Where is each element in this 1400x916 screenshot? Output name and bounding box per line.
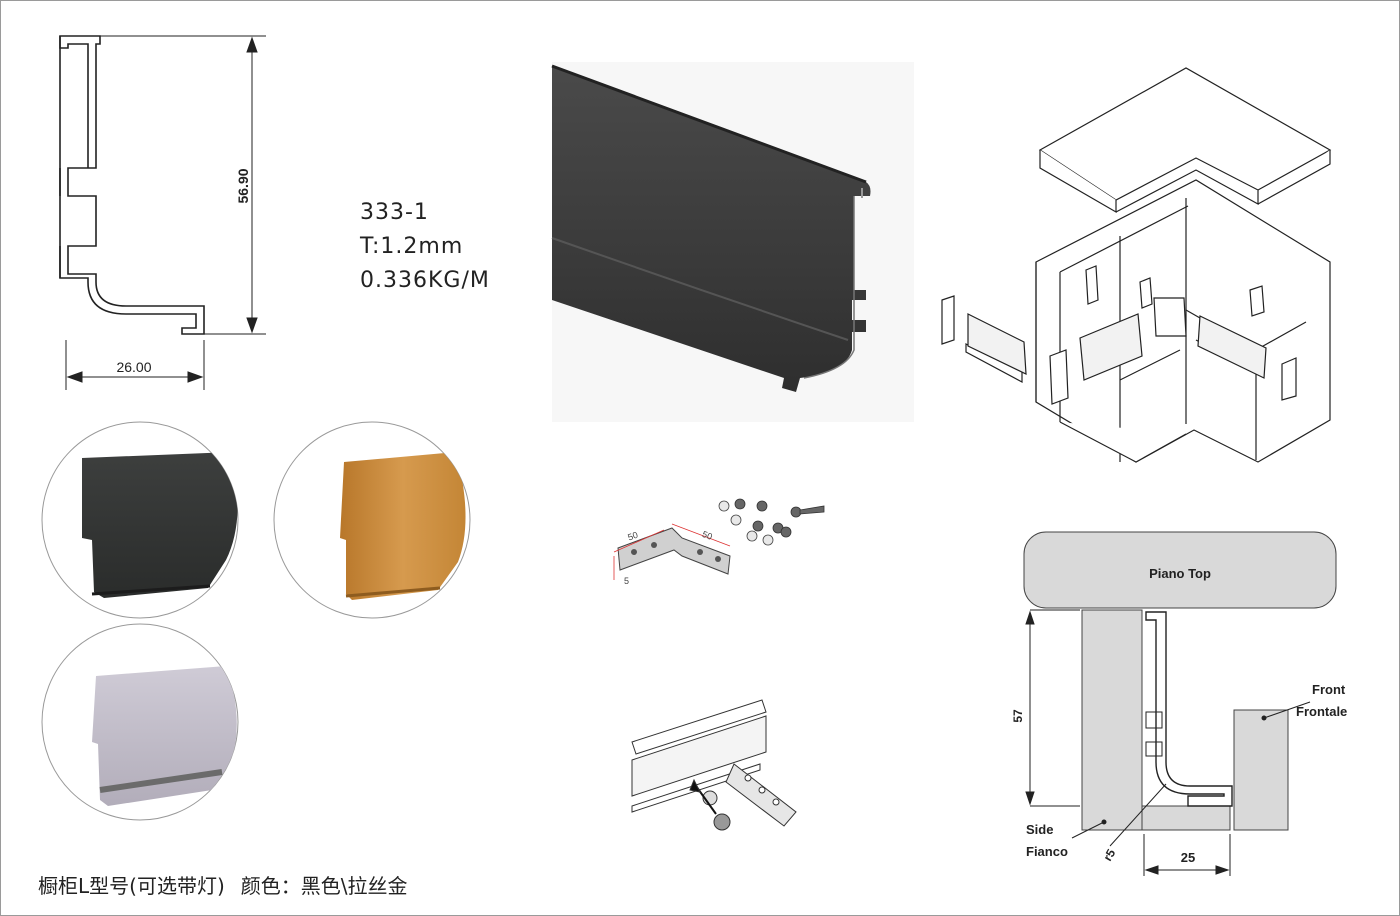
front-label: Front	[1312, 682, 1346, 697]
swatch-silver	[41, 623, 239, 821]
profile-cross-section	[59, 35, 205, 335]
install-width-dim: 25	[1181, 850, 1195, 865]
color-options: 颜色：黑色\拉丝金	[240, 874, 408, 898]
corner-bracket-kit	[613, 498, 825, 580]
swatch-black	[41, 421, 239, 619]
spec-block: 333-1 T:1.2mm 0.336KG/M	[360, 196, 490, 298]
profile-width-dim: 26.00	[116, 359, 151, 375]
frontale-label: Frontale	[1296, 704, 1347, 719]
installation-section	[1023, 531, 1337, 876]
black-profile-render	[551, 62, 914, 422]
radius-label: r5	[1100, 846, 1118, 863]
swatch-gold	[273, 421, 471, 619]
cabinet-assembly-diagram	[941, 67, 1332, 463]
install-height-dim: 57	[1011, 709, 1025, 723]
product-caption: 橱柜L型号(可选带灯) 颜色：黑色\拉丝金	[38, 870, 408, 899]
model-number: 333-1	[360, 200, 429, 225]
thickness-spec: T:1.2mm	[360, 234, 464, 259]
weight-spec: 0.336KG/M	[360, 268, 490, 293]
profile-height-dim: 56.90	[235, 168, 251, 203]
piano-top-label: Piano Top	[1149, 566, 1211, 581]
bracket-dim-b: 50	[701, 529, 714, 542]
bracket-dim-a: 50	[626, 530, 639, 543]
rail-install-sketch	[631, 699, 797, 831]
product-name: 橱柜L型号(可选带灯)	[38, 874, 225, 898]
side-label: Side	[1026, 822, 1053, 837]
profile-dimensions	[65, 35, 266, 390]
bracket-dim-c: 5	[624, 576, 629, 586]
fianco-label: Fianco	[1026, 844, 1068, 859]
